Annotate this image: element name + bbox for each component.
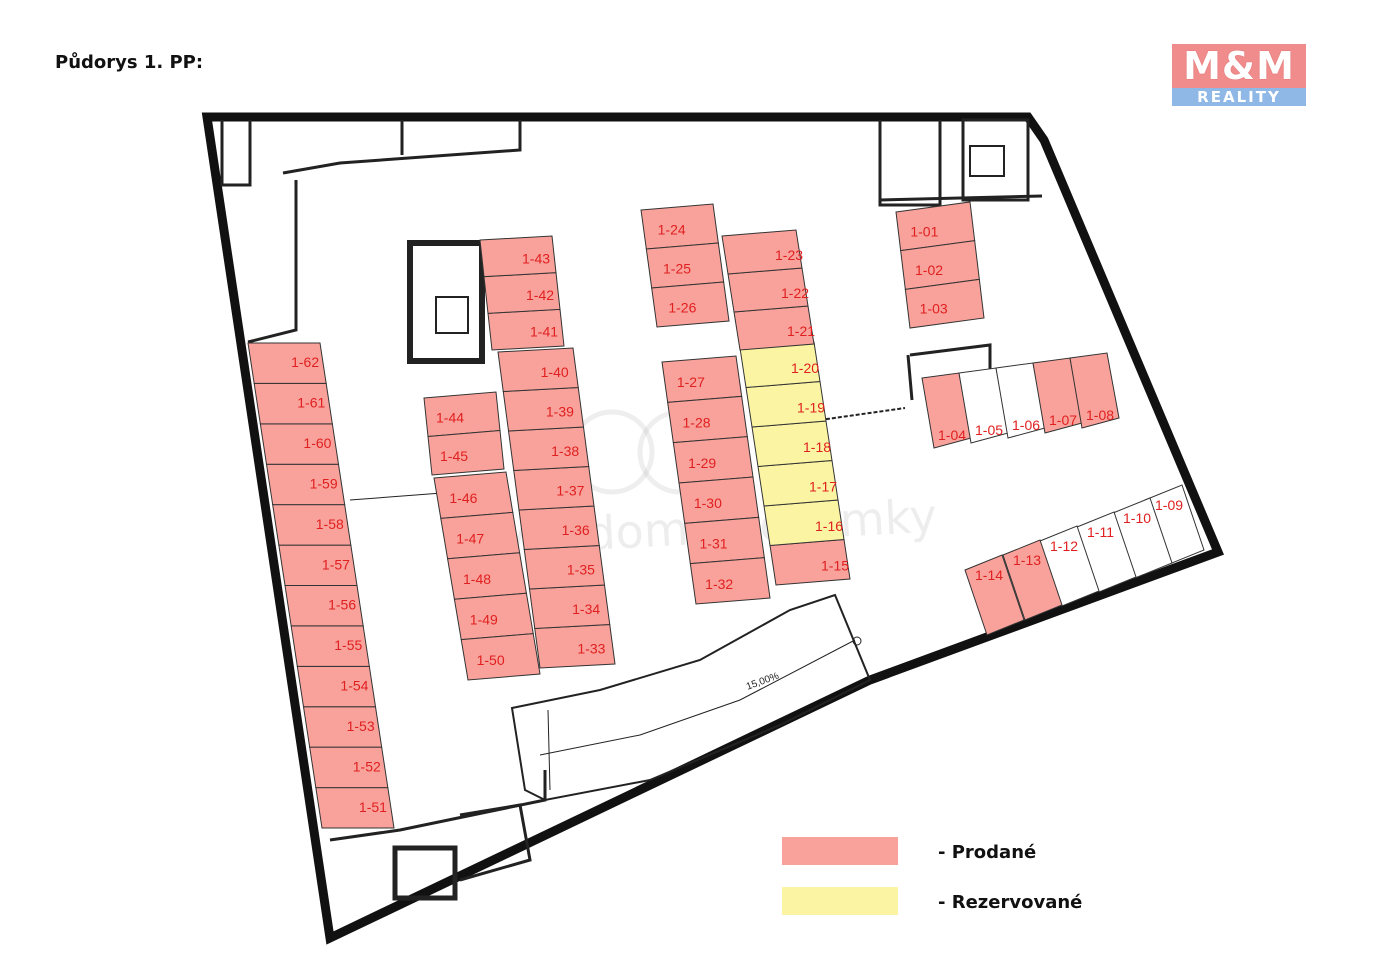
parking-spot-1-40[interactable] [497,347,579,393]
parking-spot-label: 1-41 [530,324,558,340]
parking-spot-label: 1-30 [694,495,722,511]
parking-spot-1-13[interactable] [1002,539,1063,621]
legend-label-reserved: - Rezervované [938,892,1083,913]
parking-spot-label: 1-25 [663,261,691,277]
parking-spot-label: 1-44 [436,409,464,425]
parking-spot-label: 1-47 [456,531,484,547]
parking-spot-label: 1-52 [353,758,381,774]
parking-spot-label: 1-61 [297,395,325,411]
parking-spot-label: 1-17 [809,478,837,494]
parking-spot-label: 1-42 [526,287,554,303]
parking-spot-label: 1-39 [546,403,574,419]
logo-mark: M&M [1172,44,1306,88]
parking-spot-label: 1-10 [1123,510,1151,526]
parking-spot-1-23[interactable] [721,229,803,275]
parking-spot-label: 1-15 [821,557,849,573]
parking-spot-1-26[interactable] [651,281,730,328]
parking-spot-label: 1-53 [347,718,375,734]
parking-spot-1-08[interactable] [1069,352,1120,429]
parking-spot-label: 1-16 [815,518,843,534]
parking-spot-label: 1-24 [658,222,686,238]
ramp [510,593,872,802]
outer-wall [201,112,1224,945]
parking-spot-1-50[interactable] [460,633,541,681]
parking-spot-label: 1-29 [688,455,716,471]
legend-label-sold: - Prodané [938,842,1037,863]
parking-spot-label: 1-57 [322,556,350,572]
ramp-slope-label: 15,00% [745,671,781,693]
parking-spot-label: 1-27 [677,374,705,390]
parking-spot-label: 1-33 [577,640,605,656]
parking-spot-label: 1-38 [551,443,579,459]
logo-subtitle: REALITY [1172,88,1306,106]
parking-spot-label: 1-20 [791,360,819,376]
brand-logo: M&M REALITY [1172,44,1306,106]
parking-spot-label: 1-40 [541,364,569,380]
parking-spot-label: 1-18 [803,439,831,455]
parking-spot-label: 1-49 [470,611,498,627]
parking-spot-label: 1-55 [334,637,362,653]
parking-spot-label: 1-07 [1049,412,1077,428]
parking-spot-label: 1-46 [449,490,477,506]
parking-spot-label: 1-34 [572,601,600,617]
parking-spot-label: 1-04 [938,427,966,443]
legend-swatch-sold [782,837,898,865]
parking-spot-label: 1-32 [705,576,733,592]
parking-spot-label: 1-45 [440,448,468,464]
parking-spot-label: 1-08 [1086,407,1114,423]
parking-spot-label: 1-26 [668,300,696,316]
parking-spot-label: 1-31 [700,536,728,552]
parking-spot-1-45[interactable] [427,429,505,476]
parking-spot-label: 1-02 [915,262,943,278]
parking-spot-label: 1-56 [328,597,356,613]
parking-spot-label: 1-12 [1050,538,1078,554]
inner-walls [220,118,1043,901]
parking-spot-label: 1-11 [1087,524,1114,540]
parking-spot-label: 1-23 [775,247,803,263]
parking-spot-label: 1-13 [1013,552,1041,568]
parking-spot-label: 1-37 [556,482,584,498]
parking-spot-label: 1-22 [781,285,809,301]
parking-spot-label: 1-21 [787,323,815,339]
parking-spot-label: 1-43 [522,250,550,266]
parking-spot-1-03[interactable] [904,278,985,329]
parking-spot-label: 1-05 [975,422,1003,438]
parking-spot-1-32[interactable] [689,557,771,605]
parking-spots: 1-01 1-02 1-03 1-04 1-05 1-06 1-07 1-08 1-091-10… [247,201,1205,829]
parking-spot-label: 1-19 [797,399,825,415]
parking-spot-label: 1-35 [567,561,595,577]
parking-spot-label: 1-01 [910,223,938,239]
parking-spot-label: 1-60 [303,435,331,451]
page-title: Půdorys 1. PP: [55,52,204,73]
parking-spot-label: 1-51 [359,799,387,815]
parking-spot-label: 1-36 [562,522,590,538]
parking-spot-label: 1-48 [463,571,491,587]
parking-spot-label: 1-50 [477,652,505,668]
parking-spot-label: 1-62 [291,354,319,370]
parking-spot-1-43[interactable] [479,235,557,278]
parking-spot-label: 1-54 [340,678,368,694]
parking-spot-label: 1-03 [920,301,948,317]
parking-spot-label: 1-09 [1155,497,1183,513]
parking-spot-label: 1-14 [975,567,1003,583]
parking-spot-label: 1-58 [316,516,344,532]
parking-spot-1-62[interactable] [247,342,327,384]
parking-spot-label: 1-06 [1012,417,1040,433]
parking-spot-label: 1-59 [310,475,338,491]
parking-spot-label: 1-28 [683,415,711,431]
legend-swatch-reserved [782,887,898,915]
parking-spot-1-14[interactable] [964,554,1025,636]
